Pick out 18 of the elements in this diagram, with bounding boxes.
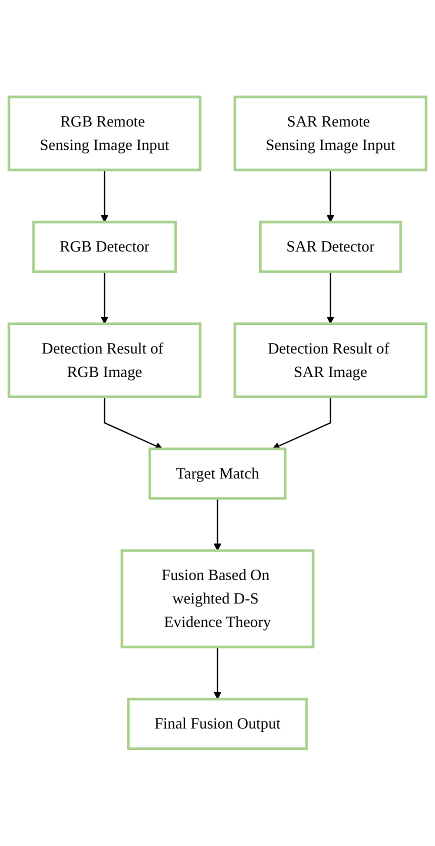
node-box	[259, 220, 402, 274]
flowchart-drawing: RGB Remote Sensing Image Input SAR Remote Sensing Image Input RGB Detector SAR Detector Detection Result of RGB Image Detection Result of SAR Image Target Match Fusion Based On weighted D-S Evidence Theory Final Fusion Output	[2, 90, 433, 756]
node-box	[120, 549, 314, 648]
node-box	[8, 322, 202, 398]
node-box	[32, 220, 177, 274]
arrow	[214, 498, 222, 552]
node-box	[234, 322, 428, 398]
arrow	[326, 170, 334, 223]
arrow	[104, 396, 163, 450]
arrow	[272, 396, 332, 450]
node-box	[127, 698, 308, 750]
node-box	[8, 96, 202, 172]
arrow	[100, 170, 108, 223]
arrow	[100, 272, 108, 324]
node-box	[148, 448, 287, 500]
node-box	[234, 96, 428, 172]
arrow	[326, 272, 334, 324]
arrow	[214, 647, 222, 700]
